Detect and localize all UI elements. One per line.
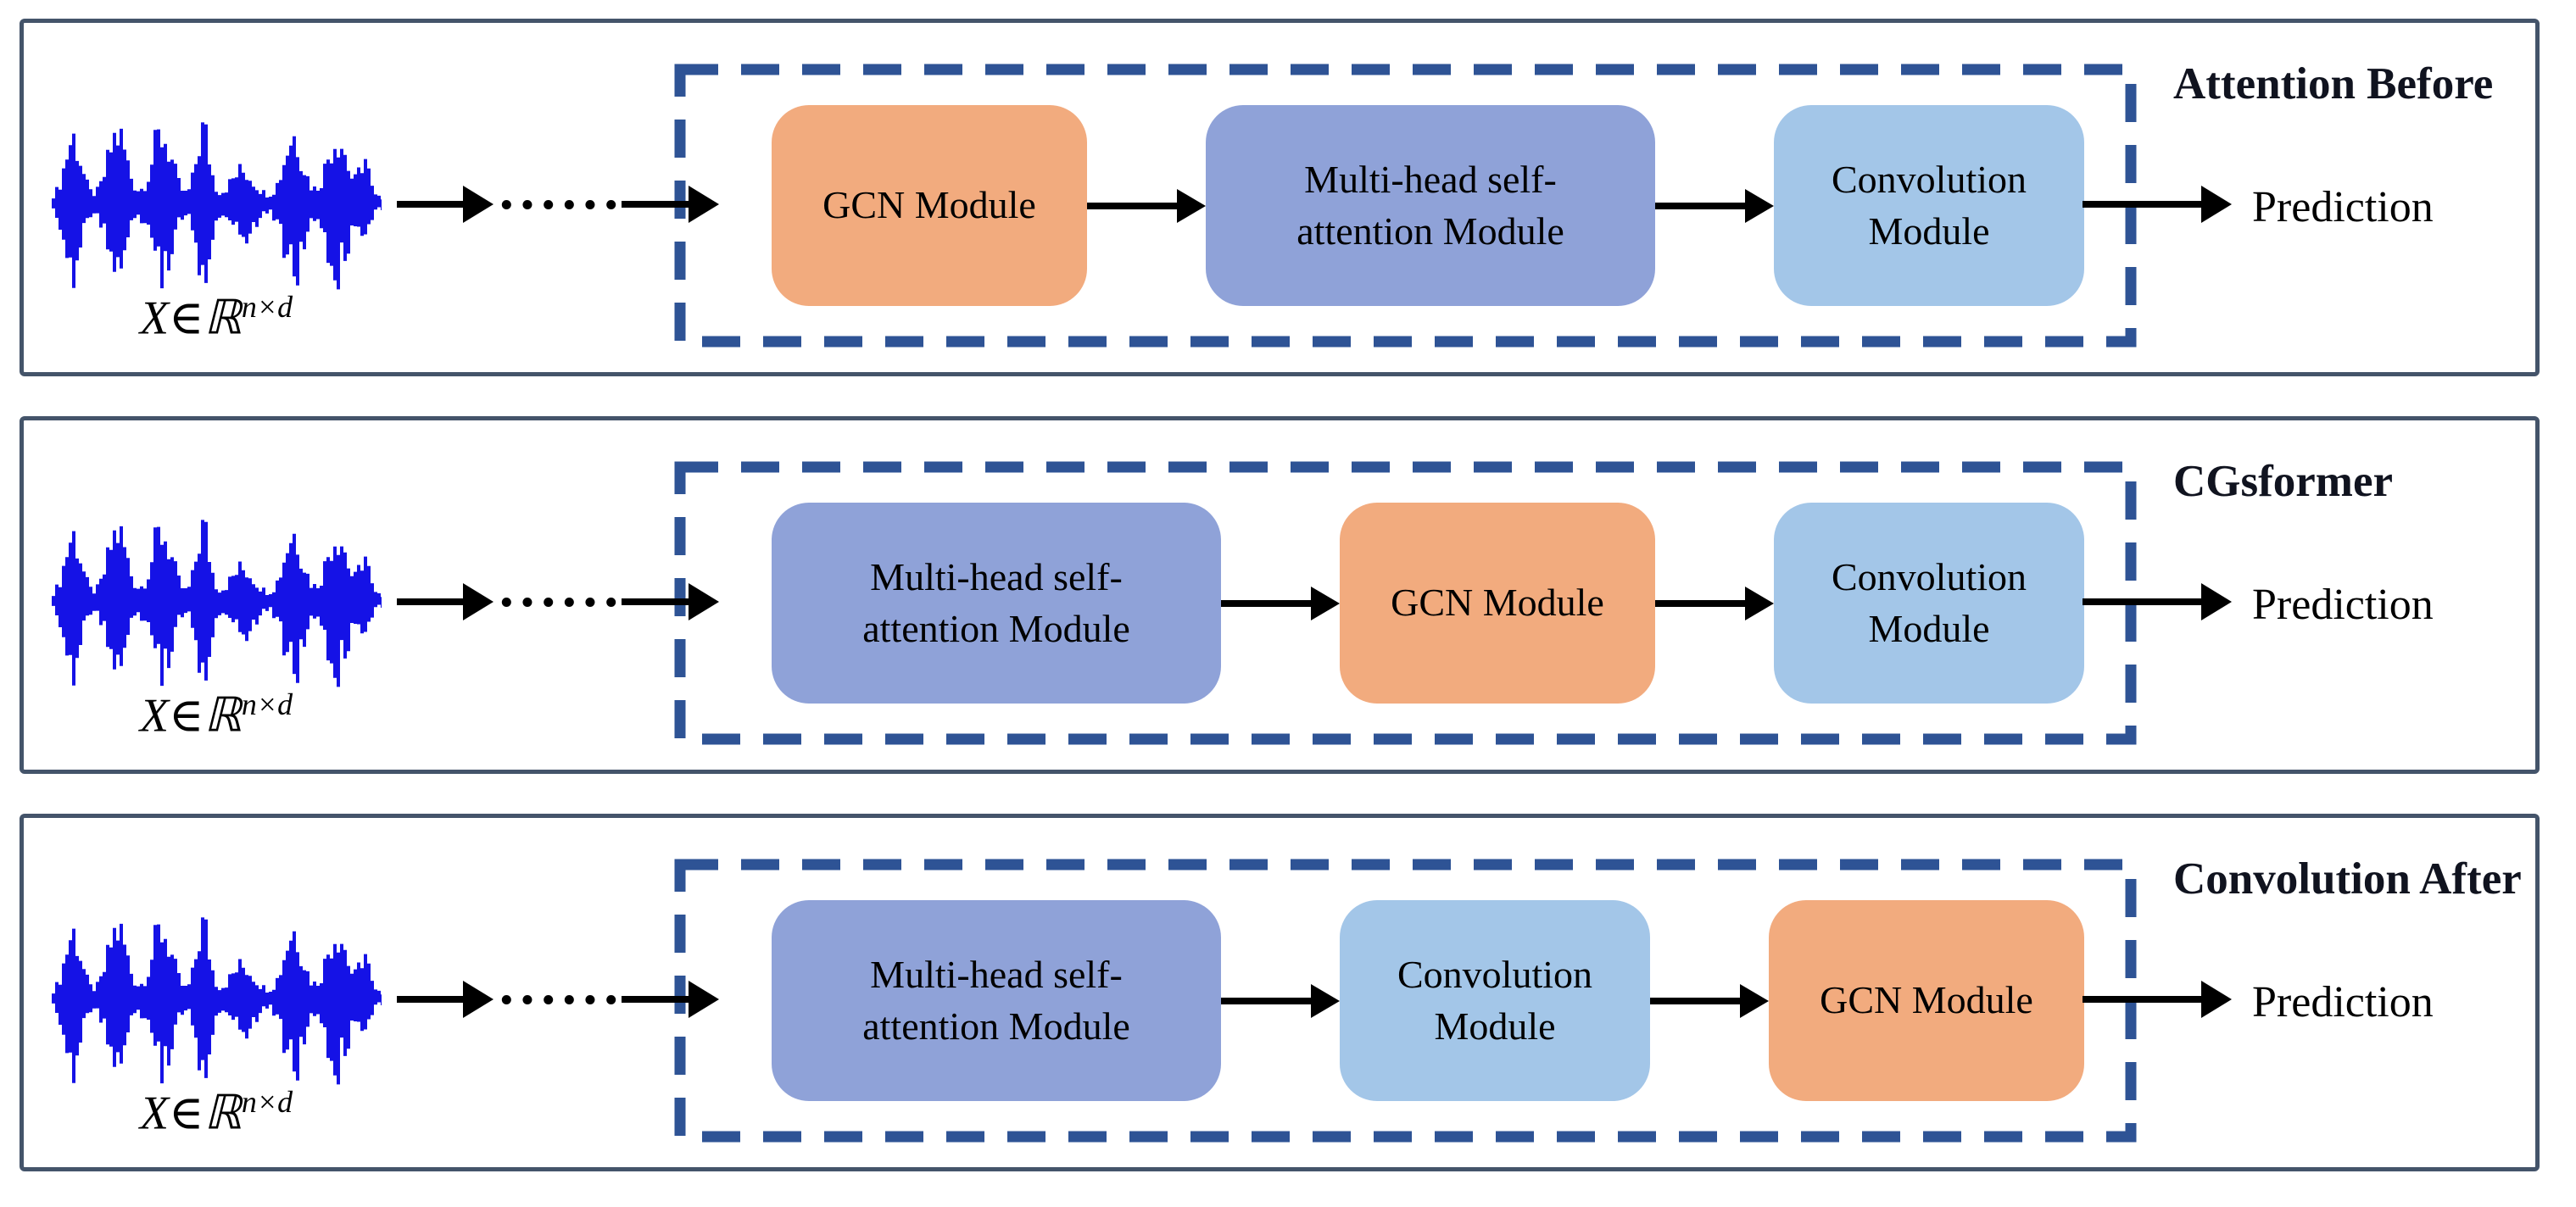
flow-arrow-icon <box>1221 983 1340 1018</box>
flow-arrow-icon <box>397 583 493 620</box>
output-arrow-icon <box>2083 583 2232 620</box>
row-title: Convolution After <box>2173 854 2522 904</box>
output-arrow-icon <box>2083 186 2232 223</box>
input-tensor-label: X∈ℝn×d <box>89 687 343 743</box>
module-label: Multi-head self- <box>870 554 1123 598</box>
module-label: attention Module <box>862 606 1130 650</box>
pipeline-row-attention-before: X∈ℝn×d ······ GCN Module Multi-head self… <box>20 19 2540 376</box>
flow-arrow-icon <box>1221 586 1340 620</box>
input-tensor-base: X∈ℝ <box>139 292 242 345</box>
ellipsis-dots: ······ <box>496 569 623 634</box>
flow-arrow-icon <box>397 186 493 223</box>
module-attention: Multi-head self-attention Module <box>772 900 1221 1101</box>
module-label: GCN Module <box>1391 581 1604 625</box>
module-label: Multi-head self- <box>1304 157 1557 201</box>
pipeline-row-convolution-after: X∈ℝn×d ······ Multi-head self-attention … <box>20 814 2540 1171</box>
module-label: Module <box>1434 1004 1556 1048</box>
module-label: GCN Module <box>1820 978 2033 1022</box>
module-attention: Multi-head self-attention Module <box>772 503 1221 704</box>
pipeline-row-cgsformer: X∈ℝn×d ······ Multi-head self-attention … <box>20 416 2540 774</box>
row-title: Attention Before <box>2173 59 2494 108</box>
flow-arrow-icon <box>622 981 719 1018</box>
model-dashed-box: GCN Module Multi-head self-attention Mod… <box>674 64 2137 348</box>
speech-waveform-image <box>52 122 382 290</box>
input-tensor-base: X∈ℝ <box>139 1087 242 1140</box>
prediction-label: Prediction <box>2252 183 2434 231</box>
module-label: Module <box>1868 209 1990 253</box>
module-attention: Multi-head self-attention Module <box>1206 105 1655 306</box>
module-label: Convolution <box>1397 952 1593 996</box>
input-tensor-superscript: n×d <box>241 290 293 324</box>
module-label: attention Module <box>862 1004 1130 1048</box>
module-gcn: GCN Module <box>1340 503 1655 704</box>
model-dashed-box: Multi-head self-attention Module GCN Mod… <box>674 461 2137 745</box>
module-label: attention Module <box>1296 209 1564 253</box>
flow-arrow-icon <box>1655 188 1774 223</box>
flow-arrow-icon <box>622 186 719 223</box>
module-gcn: GCN Module <box>772 105 1087 306</box>
ellipsis-dots: ······ <box>496 171 623 236</box>
flow-arrow-icon <box>1087 188 1206 223</box>
module-label: Convolution <box>1831 554 2027 598</box>
input-tensor-superscript: n×d <box>241 1085 293 1119</box>
module-gcn: GCN Module <box>1769 900 2084 1101</box>
row-title: CGsformer <box>2173 457 2393 506</box>
input-tensor-base: X∈ℝ <box>139 689 242 743</box>
model-dashed-box: Multi-head self-attention Module Convolu… <box>674 859 2137 1143</box>
speech-waveform-image <box>52 520 382 687</box>
flow-arrow-icon <box>397 981 493 1018</box>
module-label: Multi-head self- <box>870 952 1123 996</box>
module-label: Convolution <box>1831 157 2027 201</box>
flow-arrow-icon <box>1655 586 1774 620</box>
output-arrow-icon <box>2083 981 2232 1018</box>
flow-arrow-icon <box>1650 983 1769 1018</box>
input-tensor-label: X∈ℝn×d <box>89 289 343 346</box>
prediction-label: Prediction <box>2252 978 2434 1026</box>
module-label: Module <box>1868 606 1990 650</box>
module-label: GCN Module <box>822 183 1036 227</box>
input-tensor-label: X∈ℝn×d <box>89 1084 343 1141</box>
ellipsis-dots: ······ <box>496 966 623 1032</box>
architecture-diagram: { "diagram": { "colors": { "outer_border… <box>0 19 2576 1207</box>
prediction-label: Prediction <box>2252 581 2434 629</box>
input-tensor-superscript: n×d <box>241 687 293 721</box>
flow-arrow-icon <box>622 583 719 620</box>
speech-waveform-image <box>52 917 382 1085</box>
